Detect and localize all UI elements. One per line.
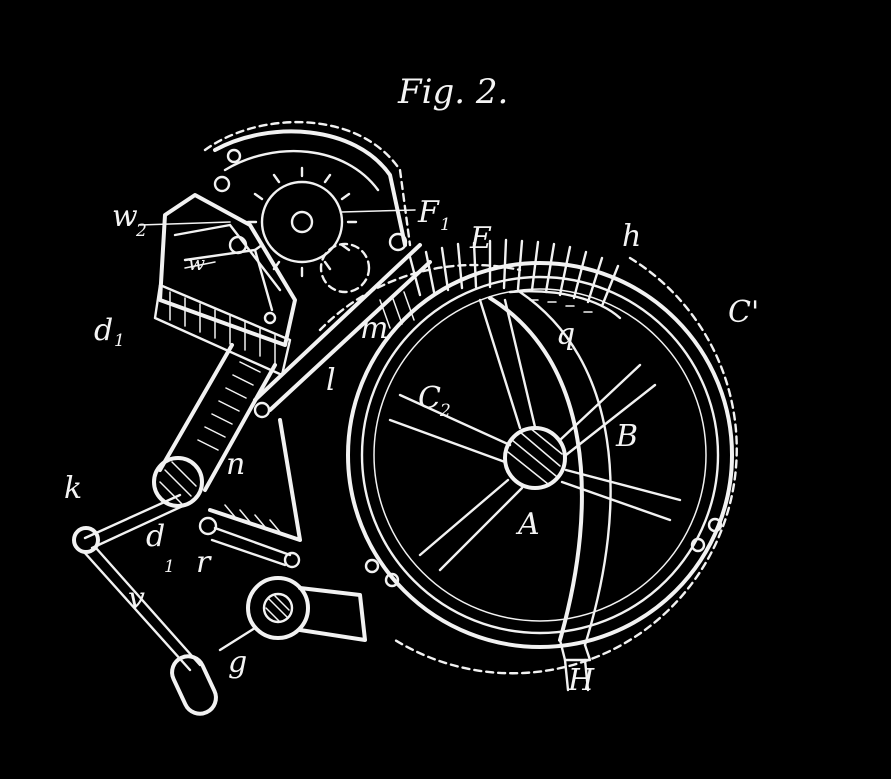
label-d1-top-sub: 1 [114, 331, 125, 351]
eccentric-ring [246, 576, 310, 640]
small-gear [319, 242, 371, 294]
housing-hole [388, 232, 408, 252]
label-r: r [196, 545, 212, 580]
rod-k-end [72, 526, 100, 554]
rod-v [82, 546, 202, 672]
crank-pivot [198, 516, 218, 536]
blade-back [518, 290, 612, 647]
blade-foot [558, 638, 592, 662]
label-v: v [128, 581, 145, 616]
label-q: q [556, 317, 575, 352]
label-C2: C [418, 381, 441, 416]
bracket-n [208, 418, 302, 542]
rim-hole [690, 537, 706, 553]
spring-end [152, 456, 204, 508]
spoke-left [388, 393, 512, 464]
blade-front [488, 296, 584, 642]
rim-hole [707, 517, 723, 533]
label-d1-bottom: d [146, 519, 165, 554]
housing-inner-arc [223, 149, 380, 192]
housing-outline [213, 129, 407, 247]
spring-assembly [72, 243, 432, 716]
gear-housing [203, 120, 416, 294]
housing-hole [213, 175, 231, 193]
leader-w2 [139, 221, 231, 226]
spring-tube [158, 343, 277, 492]
outer-dashed-casing [393, 256, 738, 675]
leader-f1 [341, 209, 416, 213]
inner-rim [360, 275, 720, 635]
housing-dashed-top [203, 120, 412, 247]
rim-hole [384, 572, 400, 588]
slot-g [170, 654, 218, 716]
lever-box [139, 193, 297, 377]
gear-axle [290, 210, 314, 234]
label-w2: w [112, 199, 138, 234]
label-l: l [326, 363, 336, 398]
comb-teeth [379, 238, 620, 329]
label-B: B [615, 419, 638, 454]
lever-w [183, 248, 274, 312]
label-w2-sub: 2 [135, 221, 147, 241]
link-l [253, 243, 432, 412]
box-outline [158, 193, 297, 347]
spring-coils [197, 361, 261, 451]
spoke-lower-left [418, 478, 524, 572]
pivot [263, 311, 277, 325]
label-E: E [469, 221, 492, 256]
gear-body [260, 180, 344, 264]
label-F1-sub: 1 [440, 215, 451, 235]
label-m: m [360, 311, 388, 346]
label-k: k [64, 471, 82, 506]
spring-end-hatch [159, 461, 197, 507]
main-wheel [318, 256, 738, 692]
box-inner [173, 223, 282, 292]
link-g [218, 626, 257, 652]
gear-f1 [246, 166, 358, 278]
gear-teeth [246, 166, 358, 278]
outer-rim [346, 261, 734, 649]
band-slots [529, 299, 593, 313]
bracket-hatch [224, 504, 281, 533]
label-w: w [188, 251, 205, 275]
label-C1: C' [728, 295, 759, 330]
shaft-hatch [265, 595, 290, 623]
crank-r [210, 526, 292, 567]
label-A: A [515, 507, 540, 542]
crank-pivot [283, 551, 301, 569]
block-hatch [169, 291, 276, 364]
pivot [228, 235, 248, 255]
label-H: H [567, 663, 595, 698]
rim-hole [364, 558, 380, 574]
hub-hatch [507, 427, 563, 485]
labels: F 1 E h C' w 2 w d 1 m q l C 2 B A k n d… [64, 195, 759, 698]
label-g: g [228, 645, 247, 680]
label-C2-sub: 2 [439, 401, 451, 421]
leader-w [184, 261, 216, 269]
eccentric-shaft [262, 592, 294, 624]
label-F1: F [417, 195, 440, 230]
label-d1-top: d [94, 313, 113, 348]
slotted-band [508, 290, 622, 320]
label-d1-bottom-sub: 1 [164, 557, 175, 577]
label-h: h [622, 219, 641, 254]
upper-dashed-arc [318, 263, 522, 332]
stem-h [563, 658, 590, 692]
spoke-ring [373, 288, 707, 622]
housing-hole [226, 148, 242, 164]
figure-title: Fig. 2. [397, 72, 508, 112]
pivot [253, 401, 271, 419]
label-n: n [226, 447, 245, 482]
rod-k [83, 493, 187, 550]
eccentric-arm [298, 586, 367, 642]
spoke-up [478, 298, 537, 430]
